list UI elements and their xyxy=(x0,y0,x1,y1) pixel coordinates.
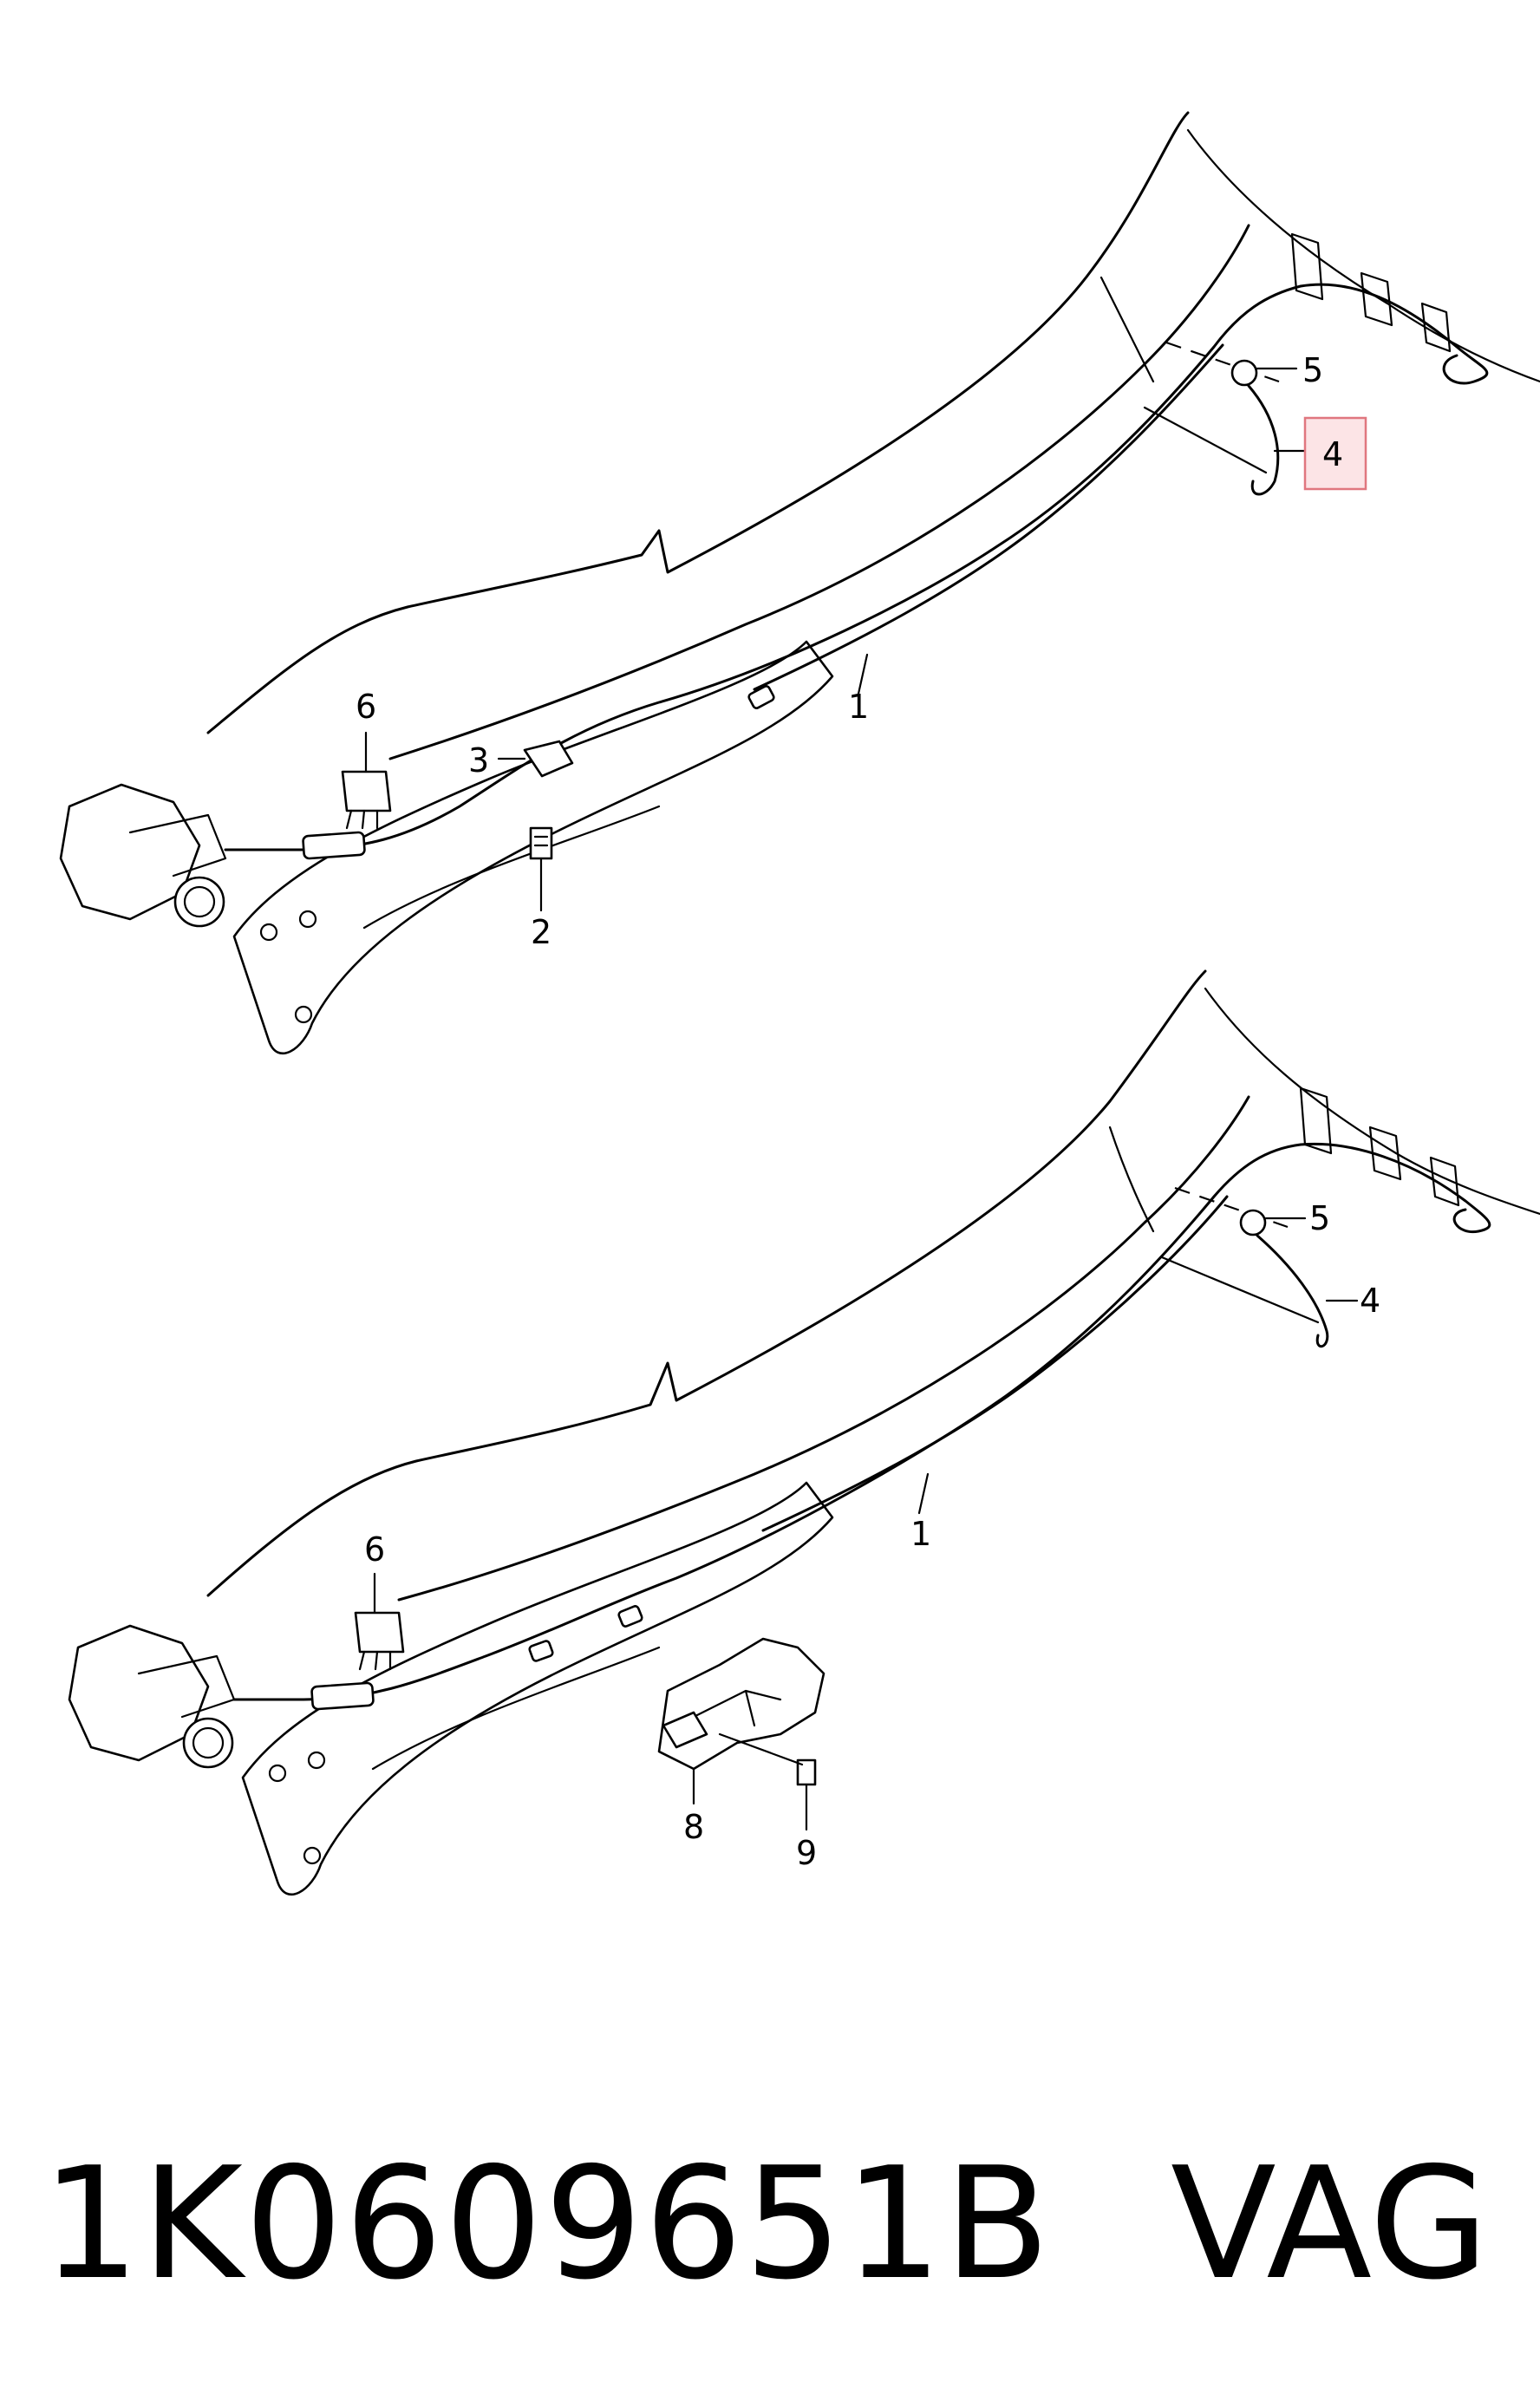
top-bolt-thread xyxy=(533,835,549,847)
bottom-cable-sheath-end-2 xyxy=(617,1605,643,1628)
top-caliper-bracket xyxy=(128,813,227,878)
bottom-callout-4: 4 xyxy=(1360,1282,1380,1320)
bottom-callout-6: 6 xyxy=(364,1530,385,1569)
bottom-retainer-line xyxy=(1160,1256,1320,1324)
top-callout-4[interactable]: 4 xyxy=(1322,435,1343,473)
top-trailing-arm xyxy=(232,640,834,1054)
bottom-caliper-ring xyxy=(182,1717,234,1769)
top-guide-pin xyxy=(1165,341,1280,383)
top-spring-clip xyxy=(1247,384,1280,496)
bottom-arm-hole-2 xyxy=(307,1751,326,1770)
bottom-underbody-outline xyxy=(206,969,1207,1597)
bottom-callout-5: 5 xyxy=(1309,1199,1330,1237)
bottom-body-rear-edge xyxy=(1204,987,1540,1216)
top-arm-hole-2 xyxy=(298,910,317,929)
bottom-assembly: 1 4 5 6 8 9 xyxy=(68,969,1540,1895)
top-body-rear-edge xyxy=(1186,128,1540,383)
bottom-lever-detail xyxy=(692,1689,782,1727)
top-cable-sleeve xyxy=(302,831,366,860)
bottom-arm-hole-3 xyxy=(303,1846,322,1865)
bottom-clip xyxy=(354,1611,405,1654)
bottom-lever-clip xyxy=(662,1711,708,1749)
bottom-body-panel-line xyxy=(1108,1125,1155,1233)
bottom-body-inner-line xyxy=(397,1095,1250,1602)
bottom-arm-hole-1 xyxy=(268,1764,287,1783)
bottom-lever-housing xyxy=(657,1637,825,1771)
bottom-trailing-arm-slot xyxy=(371,1646,661,1771)
bottom-callout-8: 8 xyxy=(683,1808,704,1846)
top-brake-cable xyxy=(224,283,1489,851)
top-cable-sheath-end xyxy=(747,685,775,709)
top-rear-box-3 xyxy=(1420,302,1452,353)
bottom-spring-clip xyxy=(1256,1234,1329,1347)
top-bolt xyxy=(529,826,553,860)
bottom-lever-pin xyxy=(718,1732,804,1766)
top-callout-2: 2 xyxy=(531,913,551,951)
top-callout-6: 6 xyxy=(356,688,376,726)
bottom-brake-cable-parallel xyxy=(761,1195,1229,1532)
bottom-caliper-ring-inner xyxy=(192,1726,225,1759)
top-underbody-outline xyxy=(206,111,1190,734)
top-caliper-ring xyxy=(173,876,225,928)
brand-name: VAG xyxy=(1171,2134,1489,2313)
bottom-caliper-bracket xyxy=(137,1654,236,1719)
top-arm-hole-3 xyxy=(294,1005,313,1024)
top-callout-1: 1 xyxy=(848,688,869,726)
bottom-brake-cable xyxy=(232,1142,1491,1701)
bottom-cable-sheath-end xyxy=(528,1640,554,1662)
bottom-trailing-arm xyxy=(241,1481,834,1895)
bottom-guide-pin xyxy=(1174,1186,1289,1229)
top-trailing-arm-slot xyxy=(362,805,661,930)
caption-row: 1K0609651B VAG xyxy=(0,2116,1540,2332)
top-arm-hole-1 xyxy=(259,923,278,942)
bottom-rear-box-3 xyxy=(1429,1156,1460,1207)
bottom-clip-teeth xyxy=(358,1650,392,1671)
top-grommet xyxy=(1230,359,1258,387)
bottom-rear-box-1 xyxy=(1299,1086,1333,1155)
top-retainer-line xyxy=(1143,406,1268,474)
top-assembly: 1 2 3 4 5 6 xyxy=(59,111,1540,1054)
top-clip-teeth xyxy=(345,809,379,830)
bottom-leader-1 xyxy=(917,1472,930,1515)
bottom-callout-1: 1 xyxy=(910,1515,931,1553)
top-body-inner-line xyxy=(388,224,1250,760)
top-brake-cable-parallel xyxy=(753,343,1224,691)
top-caliper-ring-inner xyxy=(183,885,216,918)
part-number: 1K0609651B xyxy=(42,2134,1052,2313)
top-rear-box-2 xyxy=(1360,271,1393,327)
bottom-rear-box-2 xyxy=(1368,1125,1402,1181)
top-callout-5: 5 xyxy=(1302,351,1323,389)
top-rear-box-1 xyxy=(1290,232,1324,301)
bottom-cable-sleeve xyxy=(310,1681,375,1711)
top-clip xyxy=(341,770,392,812)
bottom-callout-9: 9 xyxy=(796,1834,817,1872)
top-leader-1 xyxy=(857,653,869,695)
top-callout-3: 3 xyxy=(468,741,489,780)
bottom-grommet xyxy=(1239,1209,1267,1236)
top-body-panel-line xyxy=(1100,276,1155,383)
top-callout-4-highlight xyxy=(1303,416,1367,491)
top-cable-holder xyxy=(523,740,574,778)
bottom-lever-bolt xyxy=(796,1758,817,1786)
